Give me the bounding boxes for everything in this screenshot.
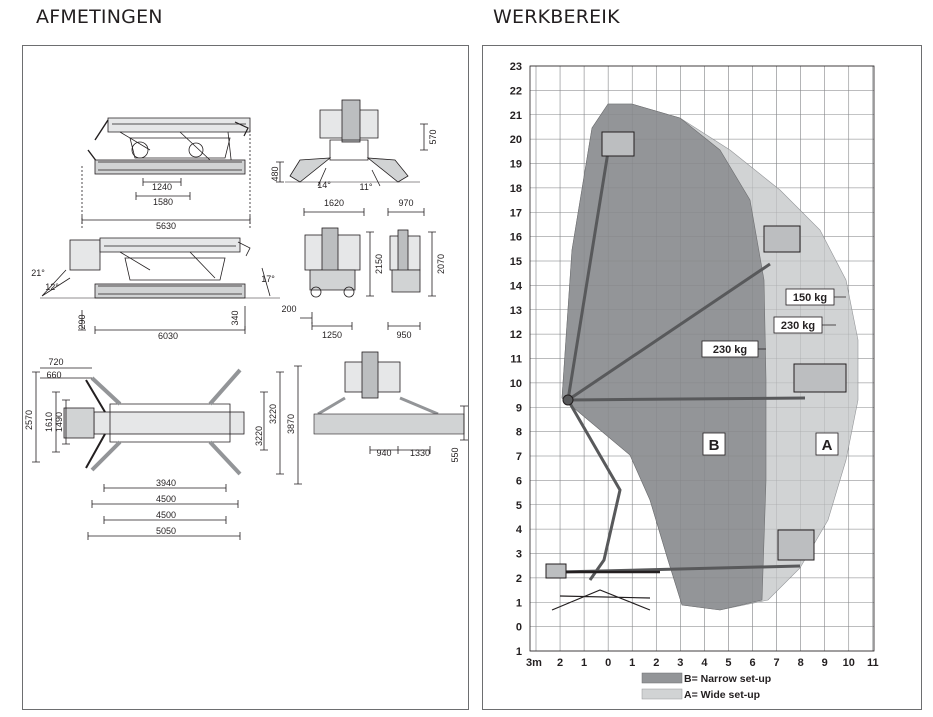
- side-view-transport: [81, 117, 251, 228]
- working-range-panel: [482, 45, 922, 710]
- y-tick-label: 14: [510, 280, 523, 292]
- dim-3870: 3870: [286, 414, 296, 434]
- x-tick-label: 9: [822, 657, 828, 669]
- y-tick-label: 11: [510, 354, 522, 366]
- heading-werkbereik: WERKBEREIK: [493, 6, 620, 28]
- outrigger-view: [313, 351, 468, 454]
- dim-720: 720: [48, 357, 63, 367]
- x-tick-label: 2: [557, 657, 563, 669]
- dim-970: 970: [398, 198, 413, 208]
- y-tick-label: 16: [510, 232, 522, 244]
- x-tick-label: 3m: [526, 657, 542, 669]
- dim-2150: 2150: [374, 254, 384, 274]
- dim-660: 660: [46, 370, 61, 380]
- y-tick-label: 20: [510, 134, 522, 146]
- side-view-working: [40, 237, 280, 334]
- dim-940: 940: [376, 448, 391, 458]
- dim-4500-a: 4500: [156, 494, 176, 504]
- dim-200: 200: [281, 304, 296, 314]
- y-tick-label: 22: [510, 85, 522, 97]
- zone-b-narrow-setup: [561, 103, 767, 611]
- dim-3220-a: 3220: [254, 426, 264, 446]
- y-tick-label: 13: [510, 305, 522, 317]
- y-tick-label: 10: [510, 378, 522, 390]
- heading-afmetingen: AFMETINGEN: [36, 6, 163, 28]
- y-tick-label: 9: [516, 402, 522, 414]
- dim-290: 290: [77, 314, 87, 329]
- zone-label-b: B: [709, 437, 720, 454]
- y-tick-label: 8: [516, 427, 522, 439]
- y-tick-label: 6: [516, 475, 522, 487]
- dim-3940: 3940: [156, 478, 176, 488]
- legend-swatch-narrow: [641, 672, 683, 684]
- angle-11: 11°: [360, 182, 373, 192]
- load-label-150kg: 150 kg: [793, 292, 827, 304]
- load-label-230kg-wide: 230 kg: [781, 320, 815, 332]
- y-tick-label: 3: [516, 549, 522, 561]
- dim-3220-b: 3220: [268, 404, 278, 424]
- top-view: [32, 365, 302, 540]
- dim-2570: 2570: [24, 410, 34, 430]
- front-view-working: [300, 208, 436, 330]
- dim-480: 480: [270, 166, 280, 181]
- dimensions-panel: [22, 45, 469, 710]
- x-tick-label: 1: [629, 657, 635, 669]
- y-tick-label: 15: [510, 256, 522, 268]
- y-tick-label: 12: [510, 329, 522, 341]
- y-tick-label: 18: [510, 183, 522, 195]
- legend-narrow-setup: B= Narrow set-up: [684, 673, 771, 685]
- zone-label-a: A: [822, 437, 833, 454]
- legend-wide-setup: A= Wide set-up: [684, 689, 760, 701]
- dim-1620: 1620: [324, 198, 344, 208]
- dim-1240: 1240: [152, 182, 172, 192]
- y-tick-label: 17: [510, 207, 522, 219]
- dim-5050: 5050: [156, 526, 176, 536]
- dim-1250: 1250: [322, 330, 342, 340]
- y-tick-label: 19: [510, 159, 522, 171]
- x-tick-label: 8: [798, 657, 804, 669]
- angle-21: 21°: [31, 268, 45, 278]
- dim-950: 950: [396, 330, 411, 340]
- y-tick-label: 1: [516, 597, 522, 609]
- dim-570: 570: [428, 129, 438, 144]
- dim-1330: 1330: [410, 448, 430, 458]
- x-tick-label: 11: [867, 657, 879, 669]
- x-tick-label: 4: [701, 657, 708, 669]
- load-label-230kg-narrow: 230 kg: [713, 344, 747, 356]
- legend-swatch-wide: [641, 688, 683, 700]
- dim-2070: 2070: [436, 254, 446, 274]
- y-tick-label: 21: [510, 110, 522, 122]
- front-view-top: [276, 99, 428, 187]
- x-tick-label: 5: [725, 657, 731, 669]
- dim-5630: 5630: [156, 221, 176, 231]
- dim-1580: 1580: [153, 197, 173, 207]
- dim-1490: 1490: [54, 412, 64, 432]
- y-tick-label: 7: [516, 451, 522, 463]
- angle-12: 12°: [45, 282, 59, 292]
- y-tick-label: 1: [516, 646, 522, 658]
- y-tick-label: 0: [516, 622, 522, 634]
- x-tick-label: 7: [774, 657, 780, 669]
- x-tick-label: 0: [605, 657, 611, 669]
- y-tick-label: 4: [516, 524, 523, 536]
- y-tick-label: 2: [516, 573, 522, 585]
- y-tick-label: 23: [510, 61, 522, 73]
- angle-14: 14°: [317, 180, 331, 190]
- dim-4500-b: 4500: [156, 510, 176, 520]
- x-tick-label: 6: [749, 657, 755, 669]
- angle-17: 17°: [261, 274, 275, 284]
- x-tick-label: 10: [843, 657, 855, 669]
- dim-550: 550: [450, 447, 460, 462]
- y-tick-label: 5: [516, 500, 522, 512]
- x-tick-label: 1: [581, 657, 587, 669]
- dim-1610: 1610: [44, 412, 54, 432]
- x-tick-label: 3: [677, 657, 683, 669]
- x-tick-label: 2: [653, 657, 659, 669]
- dim-340: 340: [230, 310, 240, 325]
- dim-6030: 6030: [158, 331, 178, 341]
